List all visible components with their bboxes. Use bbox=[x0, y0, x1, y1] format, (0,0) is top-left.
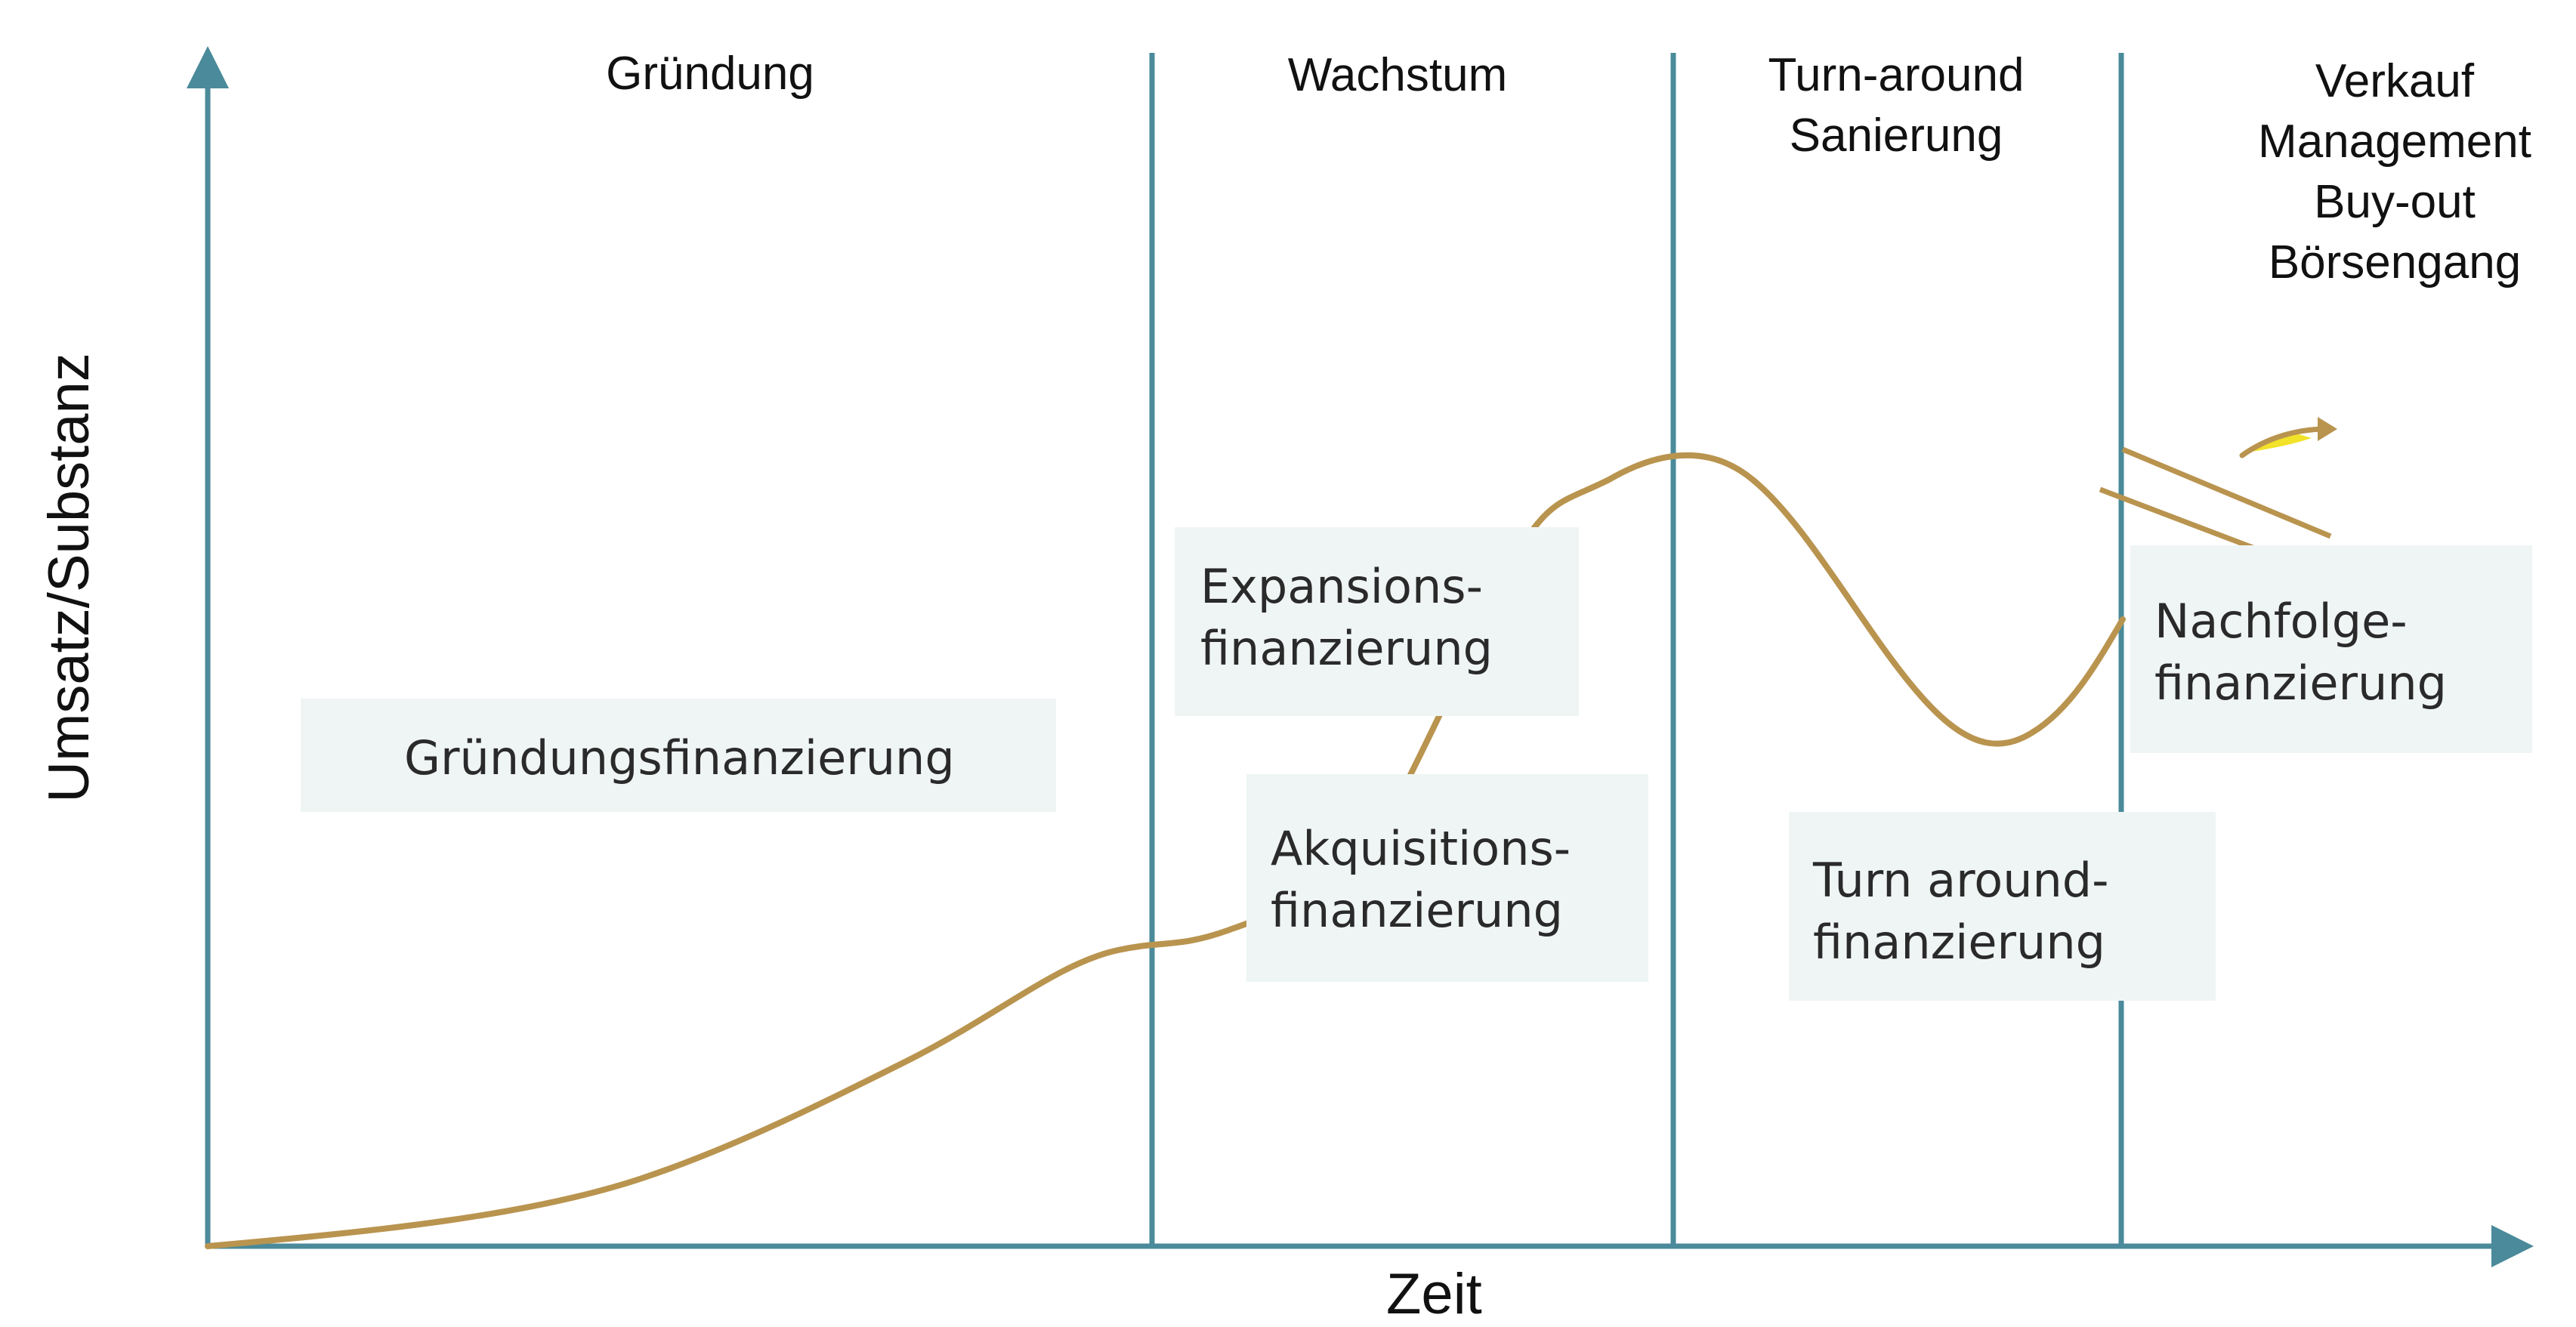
box-nachfolgefinanzierung: Nachfolge- finanzierung bbox=[2130, 545, 2532, 753]
exit-arrow bbox=[2239, 426, 2330, 458]
box-akquisitionsfinanzierung: Akquisitions- finanzierung bbox=[1246, 774, 1648, 982]
phase-label-turnaround: Turn-around Sanierung bbox=[1768, 49, 2025, 162]
exit-arrow-highlight bbox=[2242, 434, 2312, 453]
phase-label-verkauf: Verkauf Management Buy-out Börsengang bbox=[2258, 55, 2531, 289]
exit-arrow-head bbox=[2318, 417, 2337, 441]
box-expansionsfinanzierung: Expansions- finanzierung bbox=[1175, 527, 1579, 716]
y-axis-label: Umsatz/Substanz bbox=[37, 353, 101, 803]
exit-line-upper bbox=[2121, 446, 2332, 539]
x-axis-label: Zeit bbox=[1386, 1262, 1482, 1326]
phase-label-gruendung: Gründung bbox=[606, 48, 814, 100]
exit-line-lower bbox=[2099, 486, 2260, 553]
box-gruendungsfinanzierung: Gründungsfinanzierung bbox=[301, 699, 1056, 812]
box-turnaroundfinanzierung: Turn around- finanzierung bbox=[1789, 812, 2216, 1001]
phase-label-wachstum: Wachstum bbox=[1287, 49, 1508, 101]
